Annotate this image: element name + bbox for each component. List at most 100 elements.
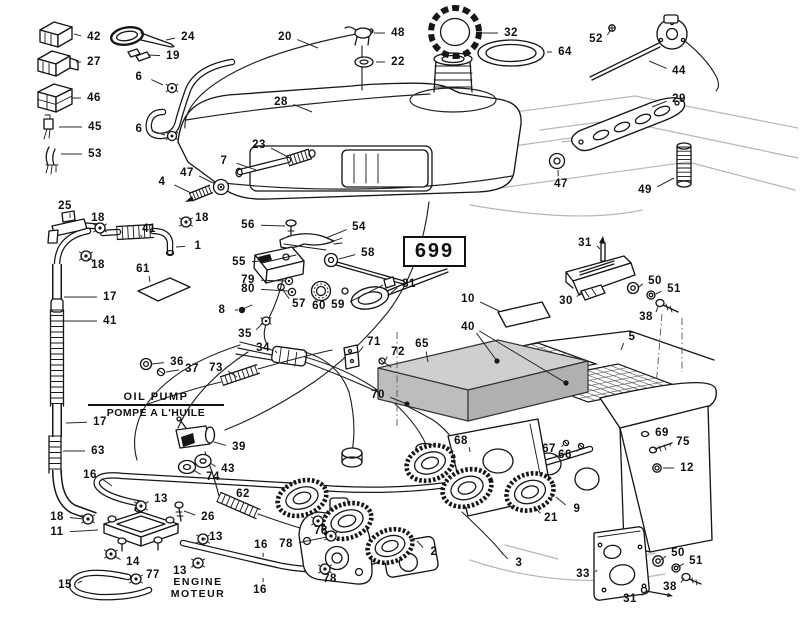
engine-label-fr: MOTEUR <box>170 588 226 600</box>
callout-41: 41 <box>64 315 117 327</box>
svg-text:61: 61 <box>136 263 150 275</box>
svg-text:47: 47 <box>554 178 568 190</box>
callout-51: 51 <box>677 555 702 568</box>
fuel-level-sender <box>589 14 720 92</box>
callout-12: 12 <box>663 462 693 474</box>
svg-text:41: 41 <box>142 223 156 235</box>
callout-5: 5 <box>620 331 636 351</box>
svg-text:64: 64 <box>558 46 572 58</box>
callout-4: 4 <box>159 176 192 194</box>
svg-text:42: 42 <box>87 31 101 43</box>
svg-text:70: 70 <box>371 389 385 401</box>
fuel-cap <box>428 5 482 59</box>
clip-bracket <box>343 344 392 370</box>
svg-text:7: 7 <box>221 155 228 167</box>
svg-text:43: 43 <box>221 463 235 475</box>
cable-end <box>238 306 246 314</box>
callout-68: 68 <box>454 435 471 453</box>
svg-text:26: 26 <box>201 511 215 523</box>
oil-pump-label-en: OIL PUMP <box>123 391 189 403</box>
svg-text:54: 54 <box>352 221 366 233</box>
svg-text:53: 53 <box>88 148 102 160</box>
mount-plate <box>593 526 702 601</box>
svg-text:18: 18 <box>91 212 105 224</box>
engine-label: ENGINE MOTEUR <box>154 576 242 600</box>
callout-22: 22 <box>376 56 404 68</box>
fuel-pump <box>103 501 184 552</box>
svg-text:25: 25 <box>58 200 72 212</box>
callout-6: 6 <box>136 71 164 86</box>
upper-hose <box>99 227 175 257</box>
svg-text:9: 9 <box>574 503 581 515</box>
callout-81: 81 <box>390 278 415 294</box>
callout-20: 20 <box>278 31 319 49</box>
callout-47: 47 <box>180 167 216 185</box>
svg-text:11: 11 <box>50 526 63 538</box>
svg-text:3: 3 <box>516 557 523 569</box>
callout-57: 57 <box>282 289 306 310</box>
svg-text:16: 16 <box>83 469 97 481</box>
model-code-badge: 699 <box>403 236 466 267</box>
callout-72: 72 <box>384 346 404 362</box>
svg-text:1: 1 <box>195 240 202 252</box>
svg-text:16: 16 <box>253 584 267 596</box>
svg-text:10: 10 <box>461 293 475 305</box>
callout-50: 50 <box>638 275 662 288</box>
callout-3: 3 <box>501 552 523 569</box>
callout-62: 62 <box>236 488 249 500</box>
callout-33: 33 <box>576 568 598 580</box>
svg-text:49: 49 <box>638 184 652 196</box>
callout-43: 43 <box>209 462 235 475</box>
fuel-tank <box>177 52 522 200</box>
svg-text:47: 47 <box>180 167 194 179</box>
svg-text:45: 45 <box>88 121 102 133</box>
callout-32: 32 <box>482 27 517 39</box>
callout-25: 25 <box>58 200 72 218</box>
svg-text:48: 48 <box>391 27 405 39</box>
callout-47: 47 <box>554 169 568 190</box>
callout-65: 65 <box>415 338 429 363</box>
callout-18: 18 <box>50 511 85 523</box>
callout-19: 19 <box>147 50 180 62</box>
callout-44: 44 <box>648 60 685 77</box>
svg-text:30: 30 <box>559 295 573 307</box>
svg-text:6: 6 <box>136 71 143 83</box>
callout-52: 52 <box>589 30 611 45</box>
mount-bracket <box>565 236 683 437</box>
svg-text:41: 41 <box>103 315 117 327</box>
svg-text:17: 17 <box>103 291 117 303</box>
callout-26: 26 <box>183 510 215 523</box>
svg-text:35: 35 <box>238 328 252 340</box>
svg-text:71: 71 <box>367 336 381 348</box>
svg-text:58: 58 <box>361 247 375 259</box>
svg-text:57: 57 <box>292 298 306 310</box>
callout-77: 77 <box>139 569 159 581</box>
grommet <box>548 152 566 170</box>
svg-text:5: 5 <box>629 331 636 343</box>
svg-text:23: 23 <box>252 139 266 151</box>
svg-text:18: 18 <box>91 259 105 271</box>
svg-text:27: 27 <box>87 56 101 68</box>
sender-screw <box>608 24 616 32</box>
svg-text:50: 50 <box>648 275 662 287</box>
svg-text:51: 51 <box>667 283 681 295</box>
callout-35: 35 <box>238 322 264 340</box>
svg-text:65: 65 <box>415 338 429 350</box>
svg-text:18: 18 <box>195 212 209 224</box>
svg-text:67: 67 <box>542 443 556 455</box>
svg-text:6: 6 <box>136 123 143 135</box>
engine-label-en: ENGINE <box>173 576 223 588</box>
oil-pump-assembly <box>253 219 449 310</box>
callout-50: 50 <box>660 547 684 561</box>
svg-text:52: 52 <box>589 33 603 45</box>
callout-38: 38 <box>639 306 659 323</box>
svg-text:4: 4 <box>159 176 166 188</box>
callout-78: 78 <box>323 573 336 585</box>
callout-78: 78 <box>279 536 328 550</box>
svg-text:79: 79 <box>241 274 255 286</box>
svg-text:14: 14 <box>126 556 140 568</box>
connector-housings <box>37 21 79 113</box>
svg-text:19: 19 <box>166 50 180 62</box>
